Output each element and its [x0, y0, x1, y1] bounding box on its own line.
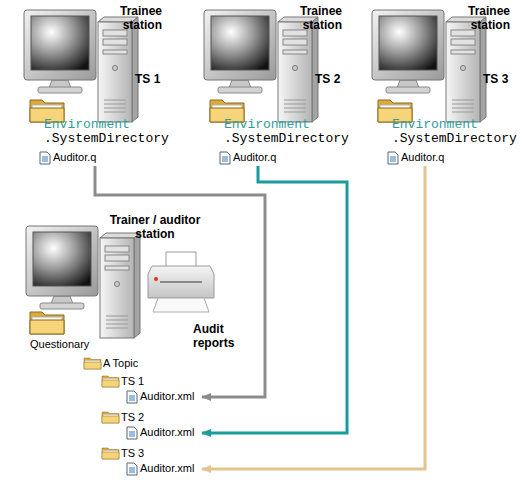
- folder-name: TS 2: [121, 411, 161, 424]
- folder-name: TS 1: [121, 375, 161, 388]
- file-name: Auditor.q: [401, 151, 453, 164]
- file-icon: [220, 152, 230, 164]
- tree-folder: QuestionaryA TopicTS 1Auditor.xmlTS 2Aud…: [26, 306, 116, 352]
- computer-symbol: [372, 10, 486, 122]
- flow-connector: [202, 166, 425, 469]
- trainee-station: Trainee station TS 2 Environment.SystemDir…: [200, 2, 364, 167]
- file-name: Auditor.q: [53, 151, 105, 164]
- file-name: Auditor.xml: [140, 462, 202, 475]
- printer-symbol: [148, 252, 214, 312]
- station-title: Trainee station: [280, 4, 342, 32]
- directory-folder: Environment.SystemDirectoryAuditor.q: [208, 96, 358, 148]
- file-name: Auditor.xml: [140, 390, 202, 403]
- station-title: Trainee station: [448, 4, 510, 32]
- file-icon: [40, 152, 50, 164]
- tree-folder: TS 2Auditor.xml: [100, 408, 160, 426]
- code-member: .SystemDirectory: [44, 132, 176, 146]
- trainee-station: Trainee station TS 3 Environment.SystemDir…: [368, 2, 524, 167]
- file-name: Auditor.xml: [140, 426, 202, 439]
- trainer-station: Trainer / auditor stationAudit reportsQu…: [20, 210, 230, 355]
- trainee-station: Trainee station TS 1 Environment.SystemDir…: [20, 2, 184, 167]
- printer-symbol: [153, 298, 209, 312]
- folder-icon: [102, 412, 119, 423]
- printer-label: Audit reports: [193, 322, 249, 350]
- folder-icon: [30, 312, 64, 334]
- computer-symbol: [24, 10, 138, 122]
- computer-symbol: [204, 10, 318, 122]
- flow-connector: [95, 166, 265, 397]
- flow-connector: [202, 166, 347, 433]
- code-class: Environment: [44, 118, 174, 132]
- folder-name: TS 3: [121, 447, 161, 460]
- code-class: Environment: [392, 118, 522, 132]
- folder-name: Questionary: [30, 338, 110, 351]
- code-class: Environment: [224, 118, 354, 132]
- file-item: Auditor.q: [386, 150, 452, 166]
- station-title: Trainer / auditor station: [98, 213, 212, 241]
- file-name: Auditor.q: [233, 151, 285, 164]
- file-icon: [127, 427, 137, 439]
- tree-folder: TS 3Auditor.xml: [100, 444, 160, 462]
- file-item: Auditor.q: [38, 150, 104, 166]
- folder-icon: [102, 448, 119, 459]
- folder-icon: [102, 376, 119, 387]
- computer-symbol: [26, 226, 140, 338]
- file-item: Auditor.xml: [124, 425, 202, 441]
- file-item: Auditor.xml: [124, 461, 202, 477]
- code-member: .SystemDirectory: [392, 132, 524, 146]
- file-item: Auditor.xml: [124, 389, 202, 405]
- station-id: TS 3: [483, 72, 523, 86]
- tree-folder: A TopicTS 1Auditor.xmlTS 2Auditor.xmlTS …: [82, 354, 172, 372]
- tree-folder: TS 1Auditor.xml: [100, 372, 160, 390]
- file-icon: [388, 152, 398, 164]
- folder-name: A Topic: [103, 357, 163, 370]
- station-id: TS 2: [315, 72, 355, 86]
- station-title: Trainee station: [100, 4, 162, 32]
- printer-symbol: [154, 277, 158, 281]
- directory-folder: Environment.SystemDirectoryAuditor.q: [28, 96, 178, 148]
- directory-folder: Environment.SystemDirectoryAuditor.q: [376, 96, 524, 148]
- printer-symbol: [148, 266, 214, 298]
- file-item: Auditor.q: [218, 150, 284, 166]
- station-id: TS 1: [135, 72, 175, 86]
- file-icon: [127, 391, 137, 403]
- code-member: .SystemDirectory: [224, 132, 356, 146]
- folder-icon: [84, 358, 101, 369]
- file-icon: [127, 463, 137, 475]
- printer-symbol: [160, 281, 202, 283]
